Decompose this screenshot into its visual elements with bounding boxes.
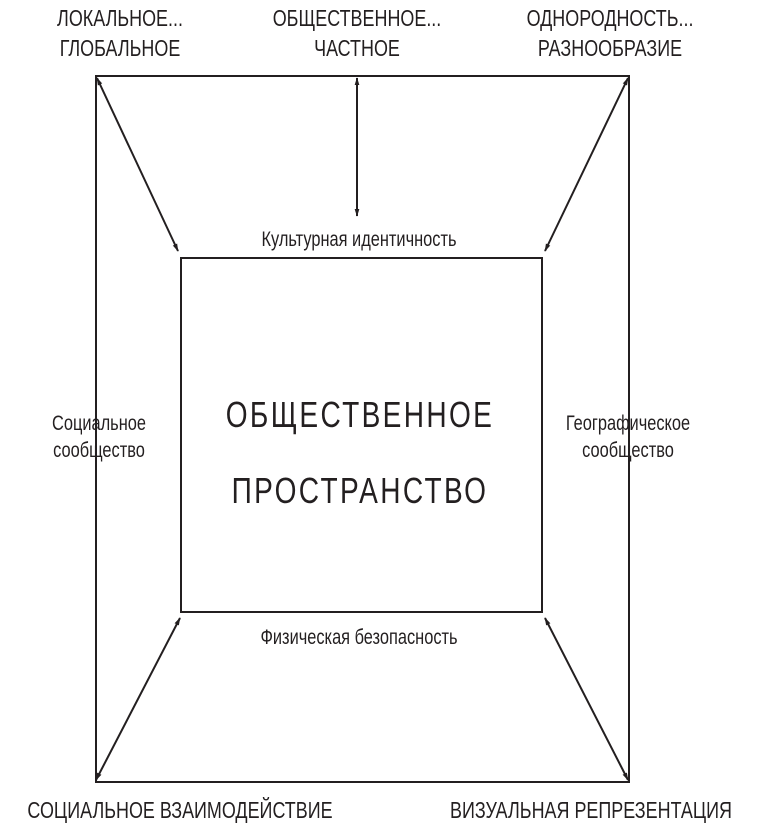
arrow-top-left — [96, 77, 179, 252]
label-visual-representation: ВИЗУАЛЬНАЯ РЕПРЕЗЕНТАЦИЯ — [449, 797, 733, 823]
label-line: ЛОКАЛЬНОЕ... — [57, 5, 183, 31]
label-line: сообщество — [582, 439, 674, 463]
label-geographic-community: Географическое сообщество — [566, 410, 690, 465]
label-line: ОБЩЕСТВЕННОЕ... — [272, 5, 442, 31]
arrow-top-right — [544, 77, 629, 252]
label-line: РАЗНООБРАЗИЕ — [537, 34, 683, 61]
label-line: ГЛОБАЛЬНОЕ — [59, 34, 181, 61]
label-social-interaction: СОЦИАЛЬНОЕ ВЗАИМОДЕЙСТВИЕ — [27, 797, 333, 823]
label-homogeneity-diversity: ОДНОРОДНОСТЬ... РАЗНООБРАЗИЕ — [527, 4, 694, 64]
inner-square — [180, 257, 543, 613]
arrow-bottom-right — [544, 617, 629, 781]
label-local-global: ЛОКАЛЬНОЕ... ГЛОБАЛЬНОЕ — [57, 4, 183, 64]
arrow-bottom-left — [95, 617, 181, 781]
label-line: ЧАСТНОЕ — [314, 34, 400, 61]
label-line: сообщество — [53, 439, 145, 463]
outer-frame — [95, 75, 630, 783]
center-line: ПРОСТРАНСТВО — [231, 470, 489, 511]
label-physical-safety: Физическая безопасность — [260, 626, 458, 649]
label-social-community: Социальное сообщество — [52, 410, 146, 465]
label-cultural-identity: Культурная идентичность — [261, 228, 457, 251]
label-public-private: ОБЩЕСТВЕННОЕ... ЧАСТНОЕ — [273, 4, 442, 64]
label-line: Географическое — [565, 412, 691, 435]
label-line: ОДНОРОДНОСТЬ... — [526, 5, 694, 31]
label-line: Социальное — [52, 412, 146, 435]
center-line: ОБЩЕСТВЕННОЕ — [225, 394, 495, 435]
center-title: ОБЩЕСТВЕННОЕ ПРОСТРАНСТВО — [226, 377, 494, 529]
